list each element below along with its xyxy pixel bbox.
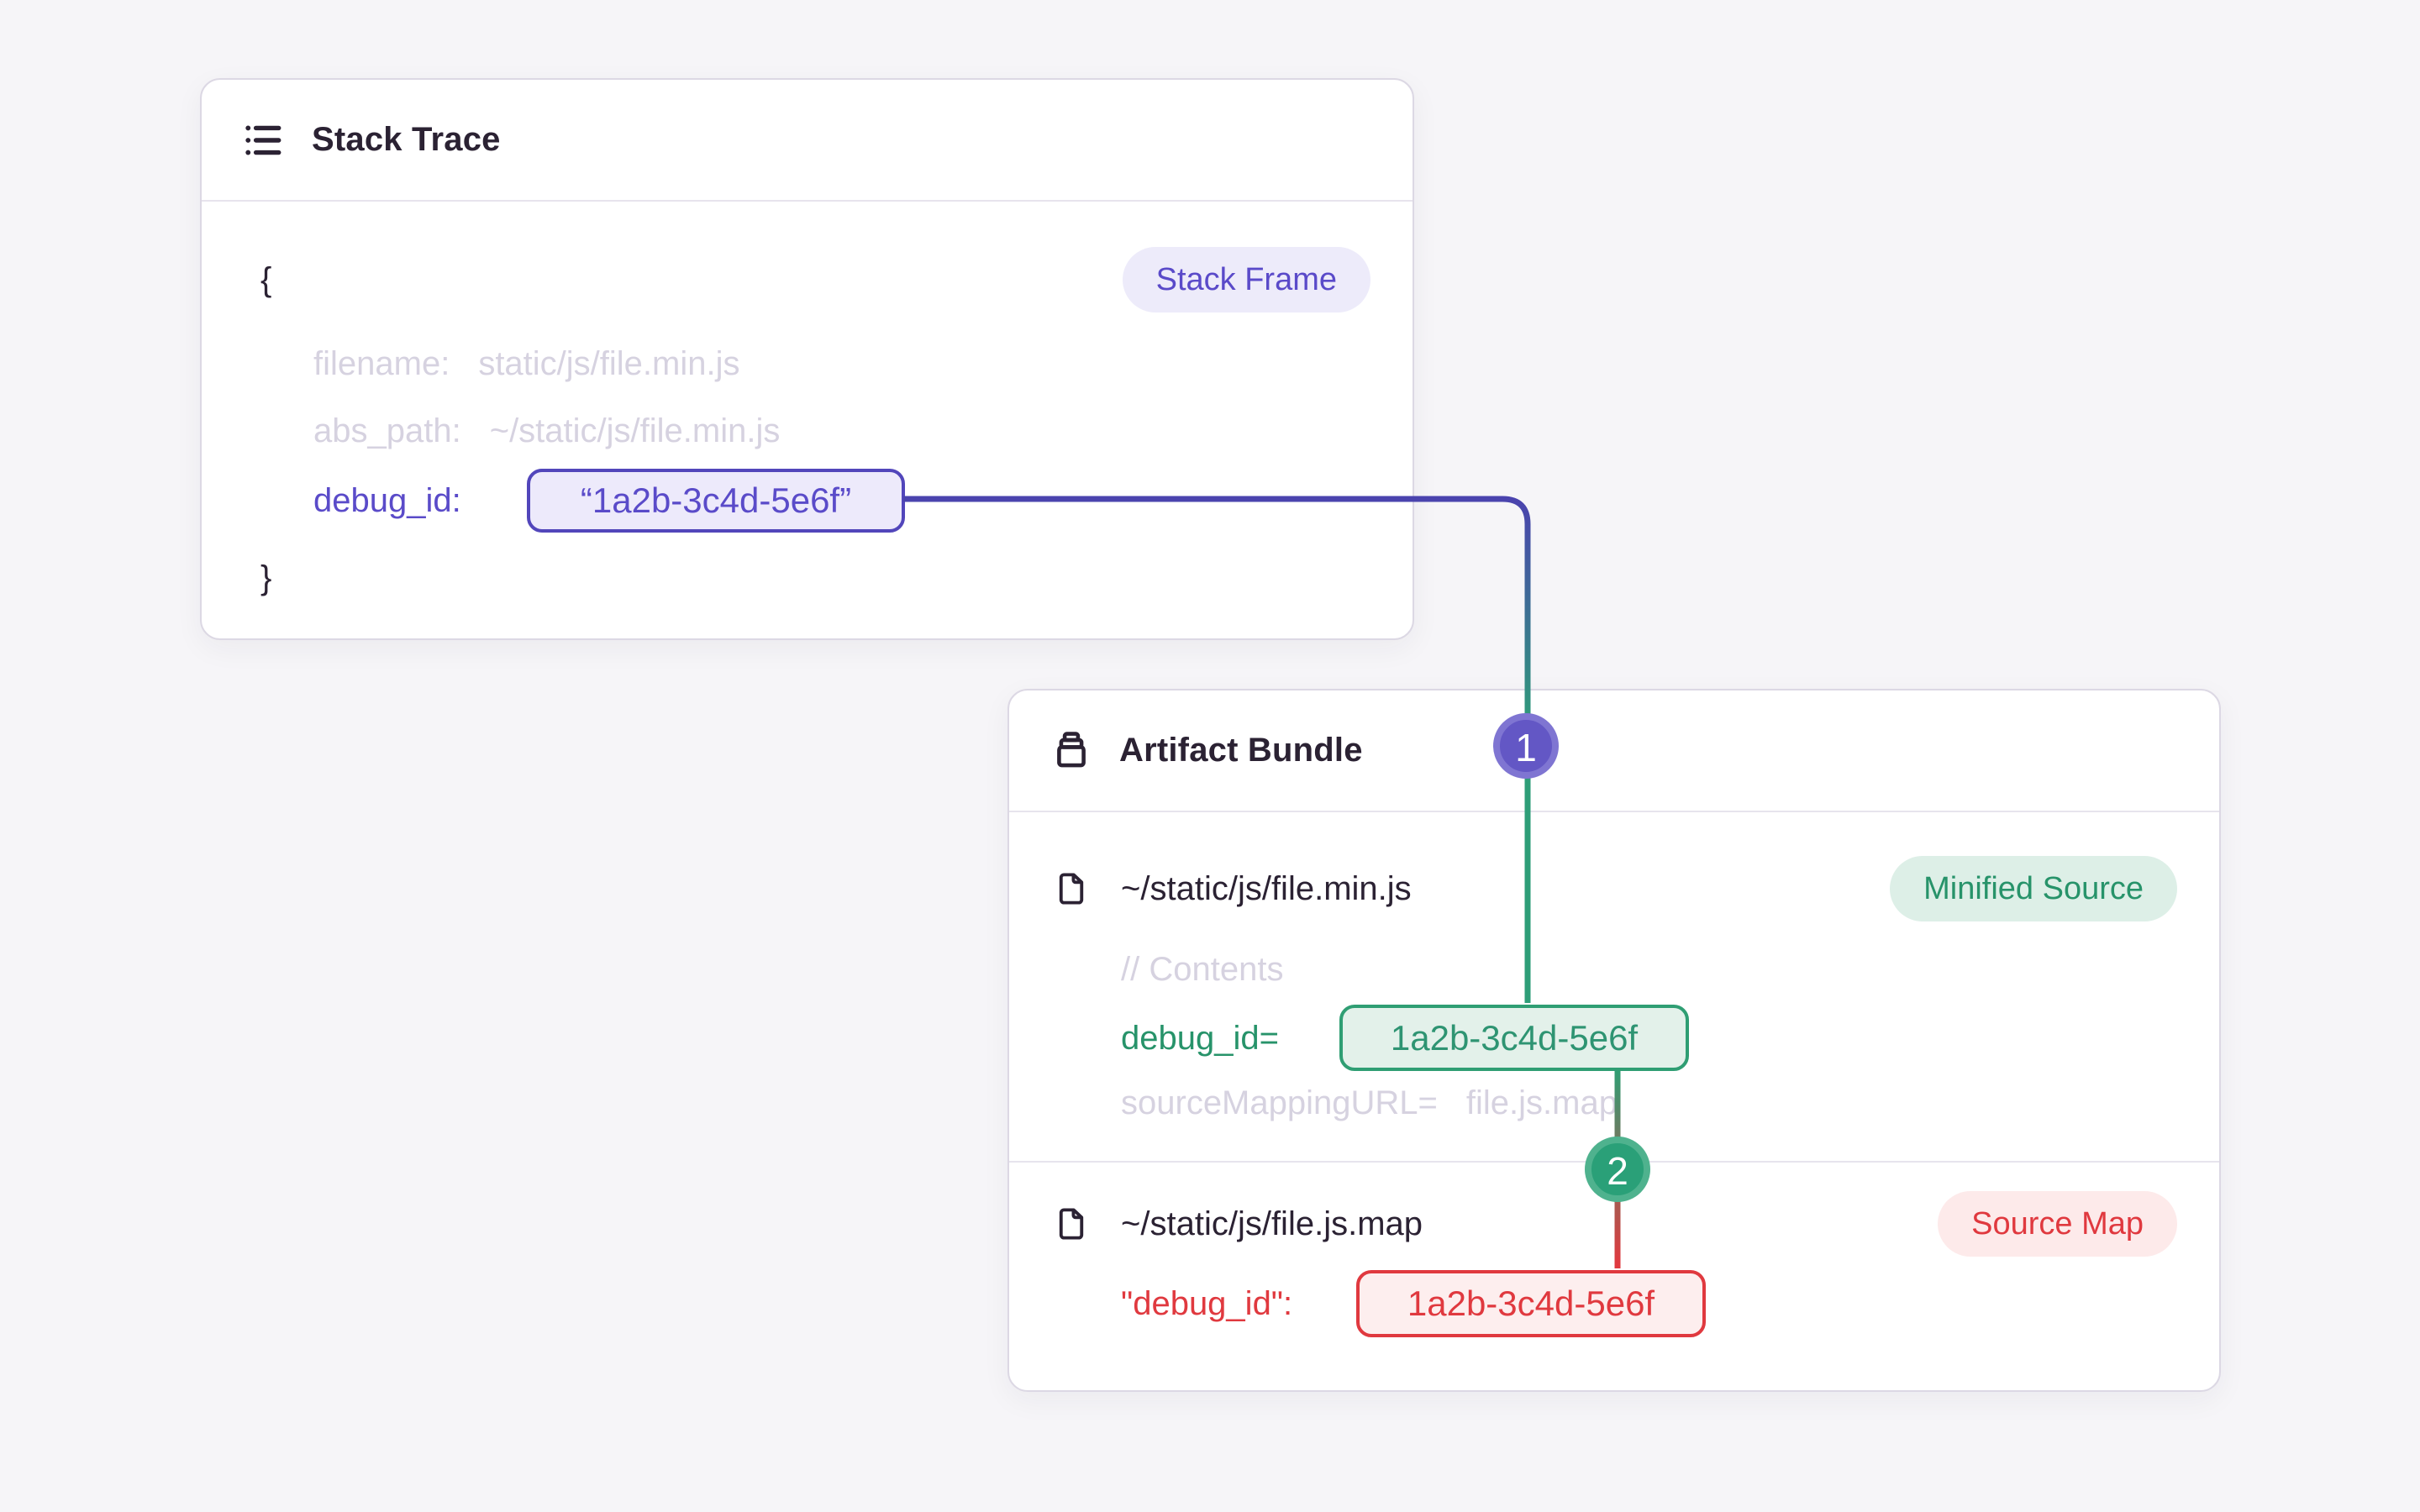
debug-id-label: debug_id: [313, 482, 461, 519]
filename-line: filename: static/js/file.min.js [313, 332, 739, 396]
minified-file-path: ~/static/js/file.min.js [1121, 870, 1412, 907]
stack-frame-badge: Stack Frame [1122, 247, 1370, 312]
brace-close: } [260, 559, 272, 596]
source-mapping-line: sourceMappingURL= file.js.map [1121, 1071, 1618, 1135]
stack-trace-title: Stack Trace [312, 121, 501, 158]
debug-id-box-minified: 1a2b-3c4d-5e6f [1339, 1005, 1689, 1071]
file-icon [1059, 1208, 1084, 1240]
source-mapping-value: file.js.map [1465, 1084, 1618, 1121]
debug-id-box-sourcemap: 1a2b-3c4d-5e6f [1356, 1270, 1706, 1337]
filename-label: filename: [313, 345, 450, 382]
source-mapping-label: sourceMappingURL= [1121, 1084, 1438, 1121]
filename-value: static/js/file.min.js [478, 345, 740, 382]
debug-id-box-stack: “1a2b-3c4d-5e6f” [527, 469, 905, 533]
artifact-bundle-header: Artifact Bundle [1009, 690, 2219, 812]
sourcemap-file-path: ~/static/js/file.js.map [1121, 1205, 1423, 1242]
row-divider [1009, 1161, 2219, 1163]
source-map-badge: Source Map [1938, 1191, 2177, 1257]
contents-comment: // Contents [1121, 951, 1284, 988]
abs-path-value: ~/static/js/file.min.js [489, 412, 781, 449]
debug-id-label-sourcemap: "debug_id": [1121, 1285, 1293, 1322]
list-icon [245, 125, 281, 155]
debug-id-label-minified: debug_id= [1121, 1020, 1279, 1057]
minified-source-badge: Minified Source [1890, 856, 2177, 921]
artifact-bundle-card: Artifact Bundle ~/static/js/file.min.js … [1007, 689, 2221, 1392]
brace-open: { [260, 261, 272, 298]
stack-trace-header: Stack Trace [202, 80, 1413, 202]
stack-trace-card: Stack Trace { Stack Frame filename: stati… [200, 78, 1414, 640]
artifact-bundle-title: Artifact Bundle [1119, 732, 1363, 769]
abs-path-line: abs_path: ~/static/js/file.min.js [313, 399, 780, 463]
file-icon [1059, 873, 1084, 905]
archive-icon [1057, 731, 1086, 767]
abs-path-label: abs_path: [313, 412, 461, 449]
